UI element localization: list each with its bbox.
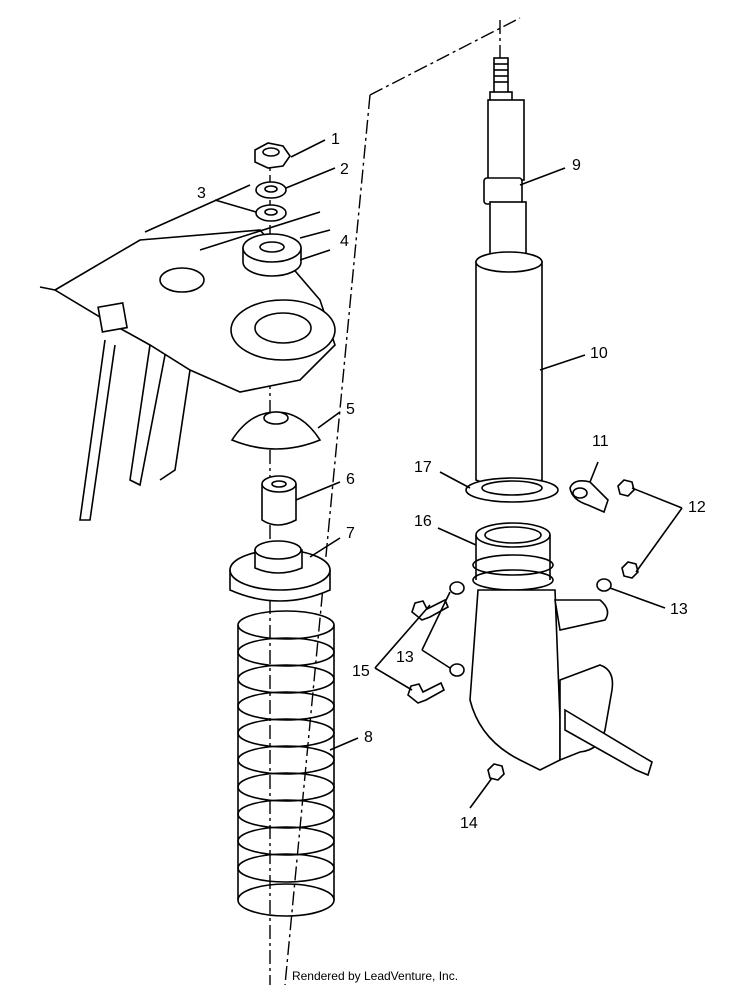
callout-15: 15 — [352, 663, 370, 680]
callout-7: 7 — [346, 525, 355, 542]
callout-17: 17 — [414, 459, 432, 476]
part-10-strut — [475, 57, 543, 489]
callout-4: 4 — [340, 233, 349, 250]
assembly-centerlines — [269, 17, 521, 986]
callout-6: 6 — [346, 471, 355, 488]
part-14-bolt — [487, 763, 505, 781]
part-8-coil-spring — [237, 610, 335, 917]
callout-13-left: 13 — [396, 649, 414, 666]
part-1-nut — [254, 142, 291, 169]
part-12-nuts — [617, 479, 639, 579]
callout-10: 10 — [590, 345, 608, 362]
callout-13-right: 13 — [670, 601, 688, 618]
callout-11: 11 — [592, 433, 609, 450]
part-4-bushing — [242, 233, 302, 277]
part-6-nut — [261, 475, 297, 526]
callout-labels: 1 2 3 4 5 6 7 8 9 10 11 12 13 13 14 15 1… — [197, 131, 706, 832]
callout-1: 1 — [331, 131, 340, 148]
part-2-washer — [255, 181, 287, 199]
callout-14: 14 — [460, 815, 478, 832]
part-7-spring-seat — [229, 540, 331, 602]
callout-9: 9 — [572, 157, 581, 174]
render-credit: Rendered by LeadVenture, Inc. — [291, 969, 459, 983]
part-11-clip — [569, 480, 609, 514]
callout-12: 12 — [688, 499, 706, 516]
callout-5: 5 — [346, 401, 355, 418]
part-17-seal-ring — [465, 477, 559, 503]
part-15-bolts — [407, 598, 450, 704]
part-16-steering-knuckle — [469, 522, 653, 777]
callout-16: 16 — [414, 513, 432, 530]
leader-lines — [214, 139, 683, 809]
part-3-washer — [255, 204, 287, 222]
part-13-washers — [449, 578, 612, 677]
callout-2: 2 — [340, 161, 349, 178]
callout-3: 3 — [197, 185, 206, 202]
callout-8: 8 — [364, 729, 373, 746]
a-arm-frame — [39, 184, 336, 521]
part-5-retainer-cup — [230, 411, 322, 450]
